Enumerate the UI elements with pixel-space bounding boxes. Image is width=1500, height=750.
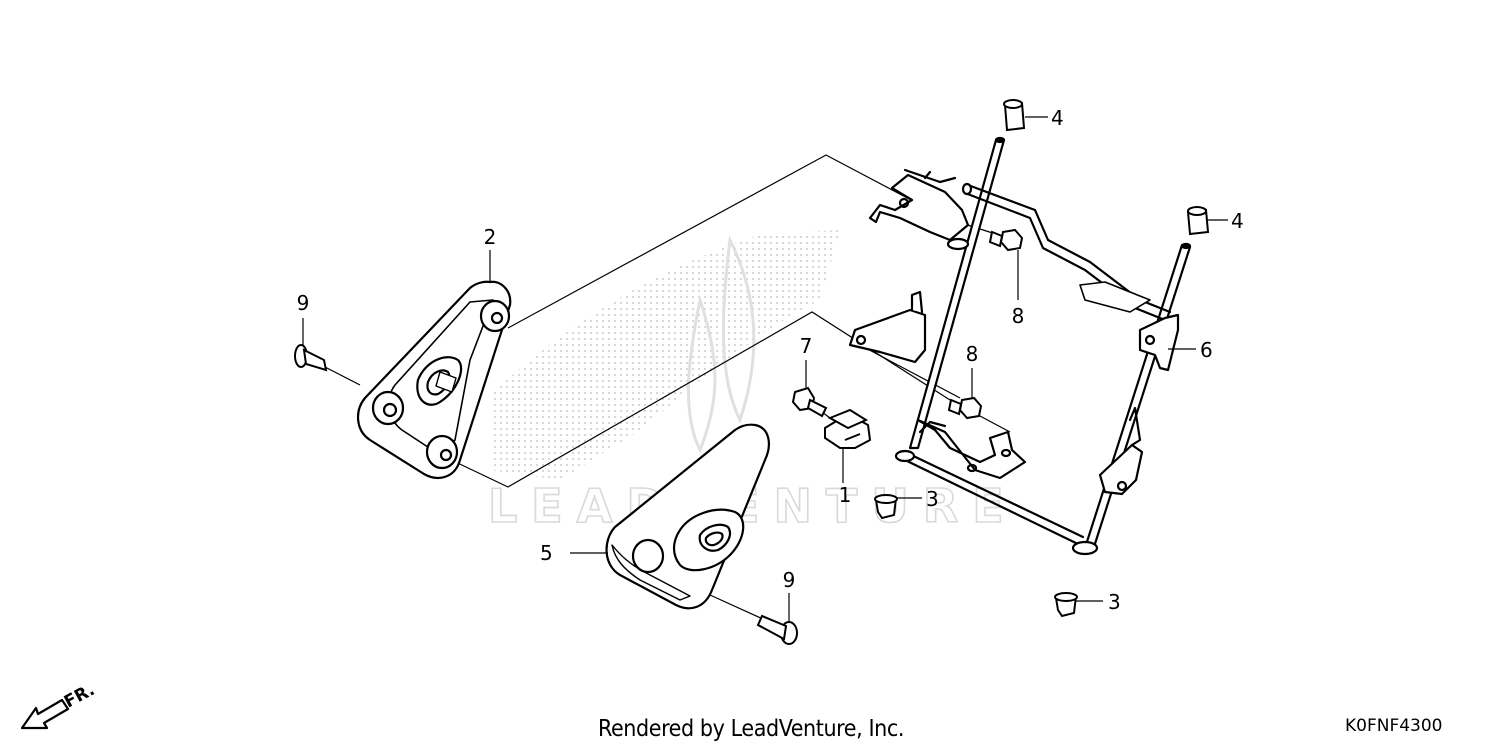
part-4-caps [1003,99,1210,236]
part-8-bolts [947,228,1024,420]
callout-7: 7 [800,334,813,358]
callout-8b: 8 [966,342,979,366]
part-6-frame [848,136,1192,556]
callout-4b: 4 [1231,209,1244,233]
callout-8a: 8 [1012,304,1025,328]
part-9-screws [294,344,798,645]
front-arrow-icon [20,698,70,730]
part-7-bolt [791,386,828,418]
callouts: 1 2 3 3 4 4 5 6 7 8 8 9 9 [297,106,1244,614]
leader-lines [302,116,1228,622]
part-2-mount [357,280,512,479]
part-3-grommets [874,494,1078,618]
diagram-code: K0FNF4300 [1345,716,1443,736]
callout-9a: 9 [297,291,310,315]
render-credit: Rendered by LeadVenture, Inc. [598,716,905,742]
front-direction: FR. [20,680,98,730]
part-1-clamp [824,408,872,449]
callout-3a: 3 [926,487,939,511]
callout-6: 6 [1200,338,1213,362]
callout-5: 5 [540,541,553,565]
callout-3b: 3 [1108,590,1121,614]
callout-4a: 4 [1051,106,1064,130]
callout-1: 1 [839,483,852,507]
callout-2: 2 [484,225,497,249]
part-5-cover [605,423,770,610]
watermark-logo [490,230,840,480]
callout-9b: 9 [783,568,796,592]
